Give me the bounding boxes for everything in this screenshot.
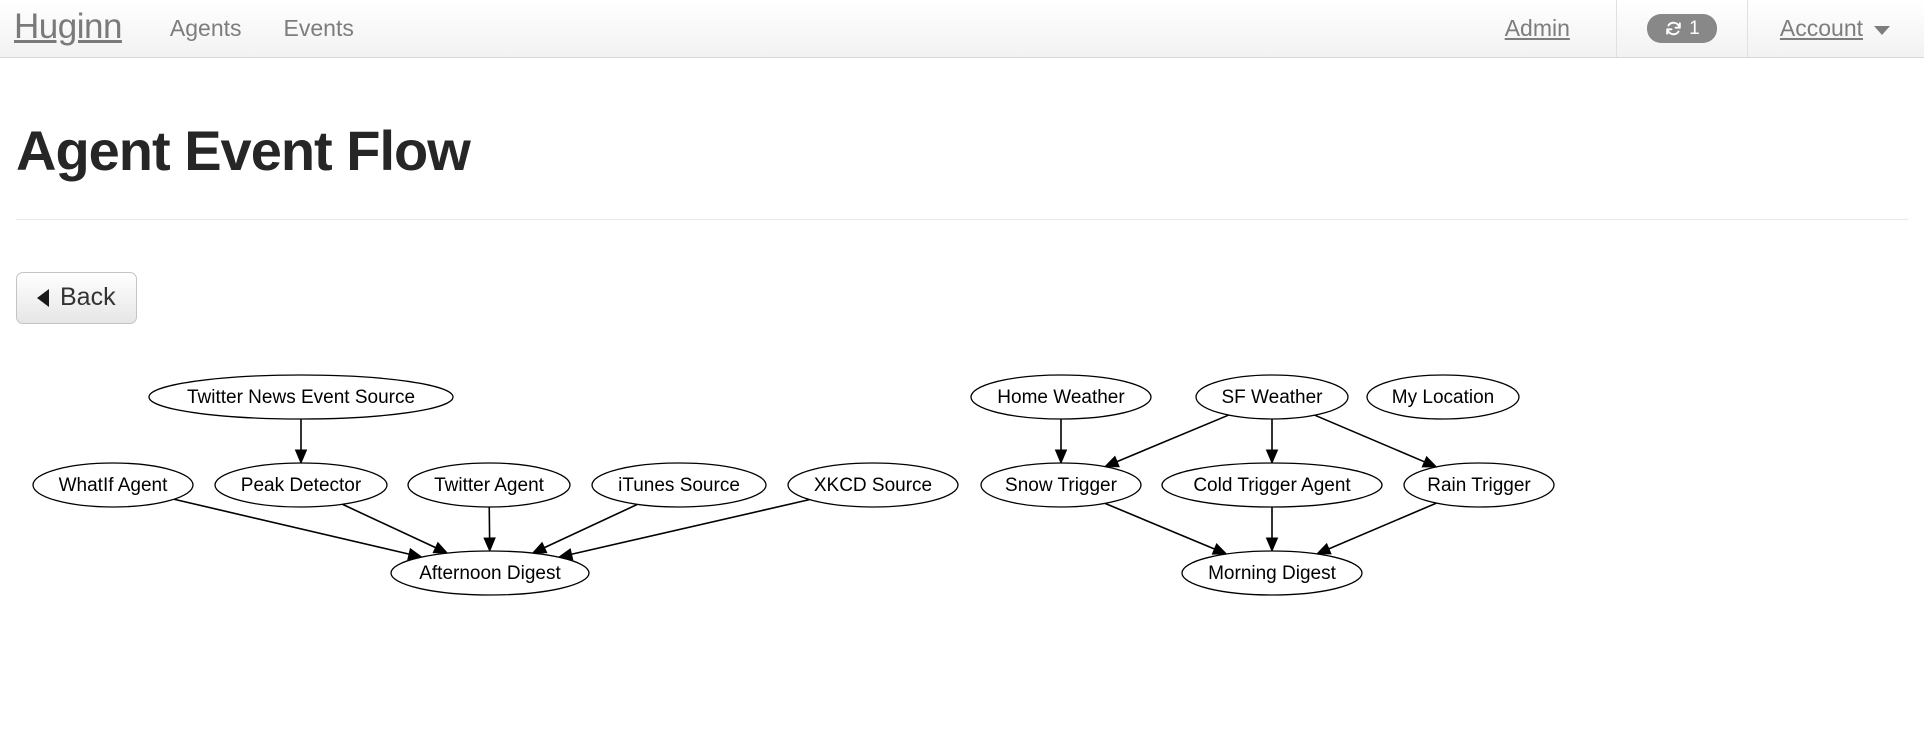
graph-edge-arrowhead bbox=[294, 449, 308, 465]
node-ellipse bbox=[980, 462, 1142, 508]
graph-node-peak_detector[interactable]: Peak Detector bbox=[214, 462, 388, 508]
graph-node-cold_trigger_agent[interactable]: Cold Trigger Agent bbox=[1161, 462, 1383, 508]
graph-edge-arrowhead bbox=[1265, 537, 1279, 553]
graph-node-sf_weather[interactable]: SF Weather bbox=[1195, 374, 1349, 420]
node-ellipse bbox=[148, 374, 454, 420]
graph-node-whatif_agent[interactable]: WhatIf Agent bbox=[32, 462, 194, 508]
nav-link-agents[interactable]: Agents bbox=[169, 15, 242, 41]
node-ellipse bbox=[1195, 374, 1349, 420]
brand-logo[interactable]: Huginn bbox=[14, 7, 122, 46]
graph-node-twitter_agent[interactable]: Twitter Agent bbox=[407, 462, 571, 508]
graph-node-itunes_source[interactable]: iTunes Source bbox=[591, 462, 767, 508]
graph-edge-arrowhead bbox=[483, 537, 496, 553]
node-label: Morning Digest bbox=[1208, 563, 1336, 584]
node-ellipse bbox=[32, 462, 194, 508]
graph-node-afternoon_digest[interactable]: Afternoon Digest bbox=[390, 550, 590, 596]
node-label: Snow Trigger bbox=[1005, 475, 1118, 496]
graph-edges bbox=[173, 414, 1438, 561]
node-label: Rain Trigger bbox=[1427, 475, 1531, 496]
graph-edge-arrowhead bbox=[531, 541, 548, 554]
node-label: Cold Trigger Agent bbox=[1193, 475, 1351, 496]
graph-edge-arrowhead bbox=[432, 541, 449, 554]
node-ellipse bbox=[970, 374, 1152, 420]
graph-node-home_weather[interactable]: Home Weather bbox=[970, 374, 1152, 420]
graph-edge bbox=[544, 503, 638, 549]
node-ellipse bbox=[407, 462, 571, 508]
node-ellipse bbox=[390, 550, 590, 596]
graph-node-xkcd_source[interactable]: XKCD Source bbox=[787, 462, 959, 508]
nav-link-account[interactable]: Account bbox=[1748, 0, 1924, 57]
title-divider bbox=[16, 218, 1908, 220]
page-content: Agent Event Flow Back Twitter News Event… bbox=[0, 119, 1924, 622]
worker-status-count: 1 bbox=[1689, 17, 1700, 39]
node-label: WhatIf Agent bbox=[59, 475, 169, 496]
graph-edge-arrowhead bbox=[1054, 449, 1068, 465]
worker-status-cell[interactable]: 1 bbox=[1617, 0, 1748, 57]
graph-node-morning_digest[interactable]: Morning Digest bbox=[1181, 550, 1363, 596]
navbar-right: Admin 1 Account bbox=[1465, 0, 1924, 57]
graph-edge bbox=[1328, 502, 1437, 550]
node-label: My Location bbox=[1392, 387, 1494, 408]
primary-nav: Agents Events bbox=[170, 17, 354, 40]
worker-status-badge[interactable]: 1 bbox=[1646, 14, 1717, 43]
graph-node-snow_trigger[interactable]: Snow Trigger bbox=[980, 462, 1142, 508]
graph-edge bbox=[1116, 414, 1229, 463]
node-label: Home Weather bbox=[997, 387, 1125, 408]
page-title: Agent Event Flow bbox=[16, 119, 471, 182]
back-button-label: Back bbox=[60, 283, 116, 312]
graph-edge bbox=[571, 498, 810, 555]
node-label: Afternoon Digest bbox=[419, 563, 561, 584]
chevron-down-icon bbox=[1874, 26, 1890, 35]
graph-edge bbox=[173, 498, 410, 555]
node-label: iTunes Source bbox=[618, 475, 740, 496]
node-ellipse bbox=[1181, 550, 1363, 596]
graph-node-twitter_news_event_source[interactable]: Twitter News Event Source bbox=[148, 374, 454, 420]
node-ellipse bbox=[1366, 374, 1520, 420]
node-label: Peak Detector bbox=[241, 475, 362, 496]
top-navbar: Huginn Agents Events Admin 1 Account bbox=[0, 0, 1924, 58]
node-label: SF Weather bbox=[1221, 387, 1323, 408]
nav-link-events[interactable]: Events bbox=[283, 15, 354, 41]
account-label: Account bbox=[1779, 15, 1863, 41]
nav-link-admin[interactable]: Admin bbox=[1465, 0, 1617, 57]
node-ellipse bbox=[591, 462, 767, 508]
graph-node-rain_trigger[interactable]: Rain Trigger bbox=[1403, 462, 1555, 508]
graph-node-my_location[interactable]: My Location bbox=[1366, 374, 1520, 420]
graph-edge-arrowhead bbox=[1103, 455, 1120, 468]
graph-edge bbox=[1314, 414, 1425, 463]
node-ellipse bbox=[787, 462, 959, 508]
chevron-left-icon bbox=[37, 288, 49, 307]
node-ellipse bbox=[214, 462, 388, 508]
graph-edge-arrowhead bbox=[1315, 542, 1332, 555]
refresh-icon bbox=[1664, 19, 1683, 38]
node-label: XKCD Source bbox=[814, 475, 932, 496]
node-ellipse bbox=[1161, 462, 1383, 508]
node-label: Twitter News Event Source bbox=[187, 387, 415, 408]
graph-edge-arrowhead bbox=[1265, 449, 1279, 465]
graph-edge bbox=[1104, 502, 1215, 550]
graph-edge bbox=[342, 503, 436, 549]
back-button[interactable]: Back bbox=[16, 271, 137, 324]
node-label: Twitter Agent bbox=[434, 475, 545, 496]
graph-edge-arrowhead bbox=[1211, 542, 1228, 555]
graph-edge-arrowhead bbox=[1421, 455, 1438, 468]
node-ellipse bbox=[1403, 462, 1555, 508]
